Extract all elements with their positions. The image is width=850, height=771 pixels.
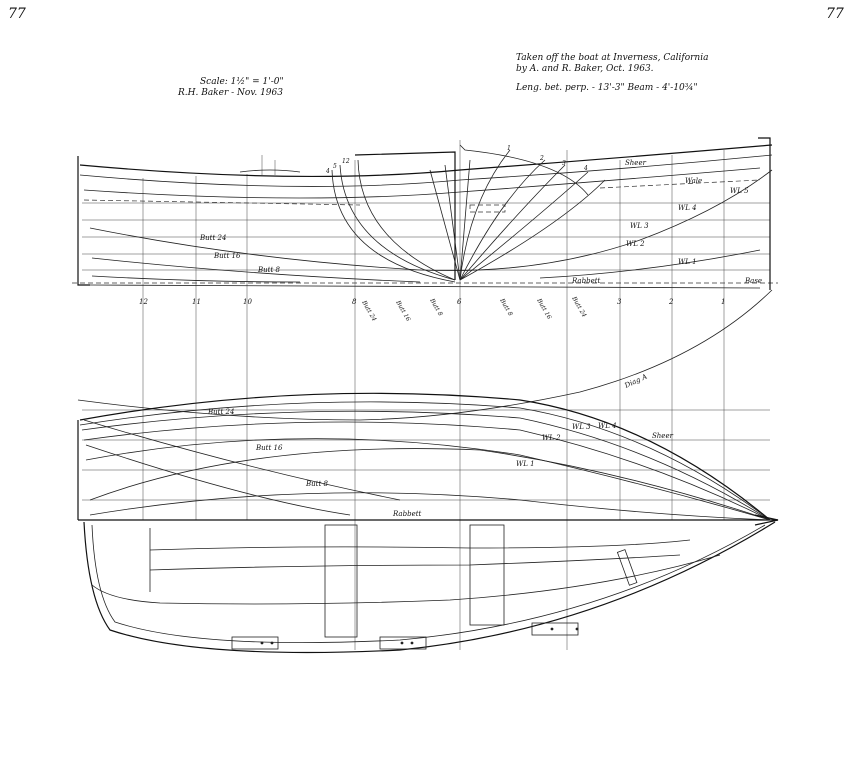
station-2: 2 [668,298,674,306]
station-10: 10 [243,298,252,306]
station-11: 11 [192,298,201,306]
label-wl4-plan: WL 4 [598,422,617,430]
corner-mark-left: 77 [8,6,26,22]
butt-mark-16-aft: Butt 16 [394,299,412,323]
label-butt24-profile: Butt 24 [199,234,226,242]
butt-mark-16-fwd: Butt 16 [535,297,553,321]
label-wl2: WL 2 [626,240,645,248]
butt-mark-8-aft: Butt 8 [428,297,444,318]
label-butt24-plan: Butt 24 [207,408,234,416]
interior-plan [83,514,779,654]
label-base: Base [744,277,762,285]
section-mark-3: 3 [562,160,566,167]
label-butt16-plan: Butt 16 [255,444,283,452]
station-8: 8 [352,298,357,306]
title-line-2: by A. and R. Baker, Oct. 1963. [516,64,654,74]
label-butt16-profile: Butt 16 [213,252,241,260]
label-wl3: WL 3 [630,222,649,230]
section-mark-4: 4 [325,168,330,175]
section-mark-12: 12 [342,158,350,165]
scale-note: Scale: 1½" = 1'-0" [200,76,284,87]
section-mark-2: 2 [539,155,544,162]
label-butt8-plan: Butt 8 [305,480,329,488]
label-wl3-plan: WL 3 [572,423,591,431]
profile-view: Sheer Wale WL 5 WL 4 WL 3 WL 2 WL 1 Rabb… [72,137,778,650]
label-wale: Wale [685,177,702,185]
half-breadth-view: Diag A Butt 24 Butt 16 Butt 8 Rabbett WL… [77,289,778,521]
label-rabbet-plan: Rabbett [392,510,422,518]
butt-mark-24-fwd: Butt 24 [570,295,588,319]
corner-mark-right: 77 [826,6,844,22]
butt-mark-24-aft: Butt 24 [360,299,378,323]
label-wl4: WL 4 [678,204,697,212]
label-wl2-plan: WL 2 [542,434,561,442]
butt-marks: Butt 24 Butt 16 Butt 8 Butt 8 Butt 16 Bu… [360,295,588,323]
station-3: 3 [617,298,622,306]
station-numbers: 12 11 10 8 6 3 2 1 [139,298,725,306]
section-mark-4b: 4 [583,165,588,172]
section-mark-5: 5 [333,163,337,170]
label-wl1-plan: WL 1 [516,460,535,468]
section-mark-1: 1 [507,145,511,152]
station-12: 12 [139,298,148,306]
station-6: 6 [457,298,462,306]
label-butt8-profile: Butt 8 [257,266,281,274]
title-line-1: Taken off the boat at Inverness, Califor… [516,53,708,63]
label-sheer: Sheer [625,159,647,167]
station-1: 1 [721,298,725,306]
author-note: R.H. Baker - Nov. 1963 [177,88,283,98]
label-diag: Diag A [623,373,649,391]
label-wl5: WL 5 [730,187,749,195]
butt-mark-8-fwd: Butt 8 [498,297,514,318]
label-wl1: WL 1 [678,258,697,266]
label-sheer-plan: Sheer [652,432,674,440]
label-rabbet: Rabbett [571,277,601,285]
title-line-3: Leng. bet. perp. - 13'-3" Beam - 4'-10¾" [515,82,698,93]
